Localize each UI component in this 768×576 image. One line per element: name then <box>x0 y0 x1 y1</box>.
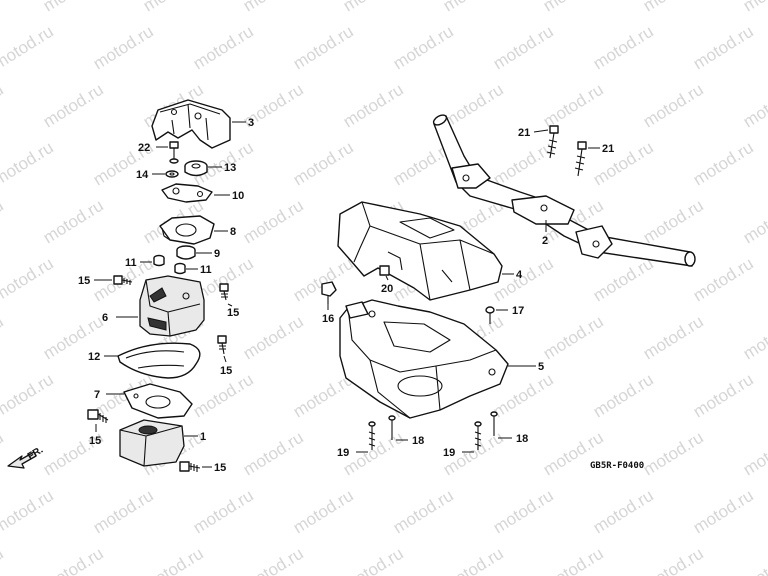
callout-15d: 15 <box>89 435 101 447</box>
callout-22: 22 <box>138 142 150 154</box>
callout-14: 14 <box>136 169 149 181</box>
part-11-bushing-a: 11 <box>125 254 165 269</box>
callout-15e: 15 <box>214 462 226 474</box>
part-2-handlebar: 2 <box>432 114 696 267</box>
part-14-washer: 14 <box>136 169 179 181</box>
part-8-holder: 8 <box>159 215 236 245</box>
callout-8: 8 <box>230 226 236 238</box>
callout-7: 7 <box>94 389 100 401</box>
part-12-cover: 12 <box>88 342 201 379</box>
part-4-upper-cover: 4 <box>337 201 523 301</box>
callout-16: 16 <box>322 313 334 325</box>
callout-15c: 15 <box>220 365 232 377</box>
front-arrow: FR. <box>7 445 45 469</box>
part-6-housing: 6 <box>102 275 205 337</box>
callout-19b: 19 <box>443 447 455 459</box>
callout-10: 10 <box>232 190 244 202</box>
callout-20: 20 <box>381 283 393 295</box>
part-18-screw-b: 18 <box>490 411 528 445</box>
callout-1: 1 <box>200 431 206 443</box>
part-13-rubber-mount: 13 <box>184 160 236 177</box>
callout-19a: 19 <box>337 447 349 459</box>
callout-5: 5 <box>538 361 544 373</box>
part-20-nut: 20 <box>379 265 393 295</box>
part-15-screw-e: 15 <box>179 461 226 474</box>
diagram-code: GB5R-F0400 <box>590 461 644 471</box>
part-15-screw-a: 15 <box>78 275 133 287</box>
part-21-bolt-a: 21 <box>518 125 559 159</box>
part-1-lower-block: 1 <box>119 419 206 467</box>
part-10-plate: 10 <box>161 183 244 203</box>
part-22-bolt: 22 <box>138 141 179 164</box>
callout-21b: 21 <box>602 143 614 155</box>
callout-3: 3 <box>248 117 254 129</box>
part-21-bolt-b: 21 <box>574 141 614 177</box>
callout-15a: 15 <box>78 275 90 287</box>
callout-17: 17 <box>512 305 524 317</box>
callout-4: 4 <box>516 269 523 281</box>
callout-18a: 18 <box>412 435 424 447</box>
part-15-screw-d: 15 <box>87 409 109 447</box>
part-18-screw-a: 18 <box>388 415 424 447</box>
callout-6: 6 <box>102 312 108 324</box>
part-15-screw-b: 15 <box>219 283 239 319</box>
part-9-collar: 9 <box>176 245 220 260</box>
callout-18b: 18 <box>516 433 528 445</box>
callout-21a: 21 <box>518 127 530 139</box>
callout-2: 2 <box>542 235 548 247</box>
callout-11b: 11 <box>200 264 212 276</box>
part-5-lower-housing: 5 <box>339 299 544 419</box>
callout-13: 13 <box>224 162 236 174</box>
part-16-grommet: 16 <box>321 281 337 325</box>
part-17-screw: 17 <box>485 305 524 324</box>
part-19-screw-a: 19 <box>337 421 376 459</box>
part-19-screw-b: 19 <box>443 421 482 459</box>
callout-11a: 11 <box>125 257 137 269</box>
part-15-screw-c: 15 <box>217 335 232 377</box>
part-3-upper-bracket: 3 <box>151 99 254 149</box>
callout-15b: 15 <box>227 307 239 319</box>
part-11-bushing-b: 11 <box>174 262 212 276</box>
part-7-gasket: 7 <box>94 383 193 419</box>
callout-9: 9 <box>214 248 220 260</box>
callout-12: 12 <box>88 351 100 363</box>
